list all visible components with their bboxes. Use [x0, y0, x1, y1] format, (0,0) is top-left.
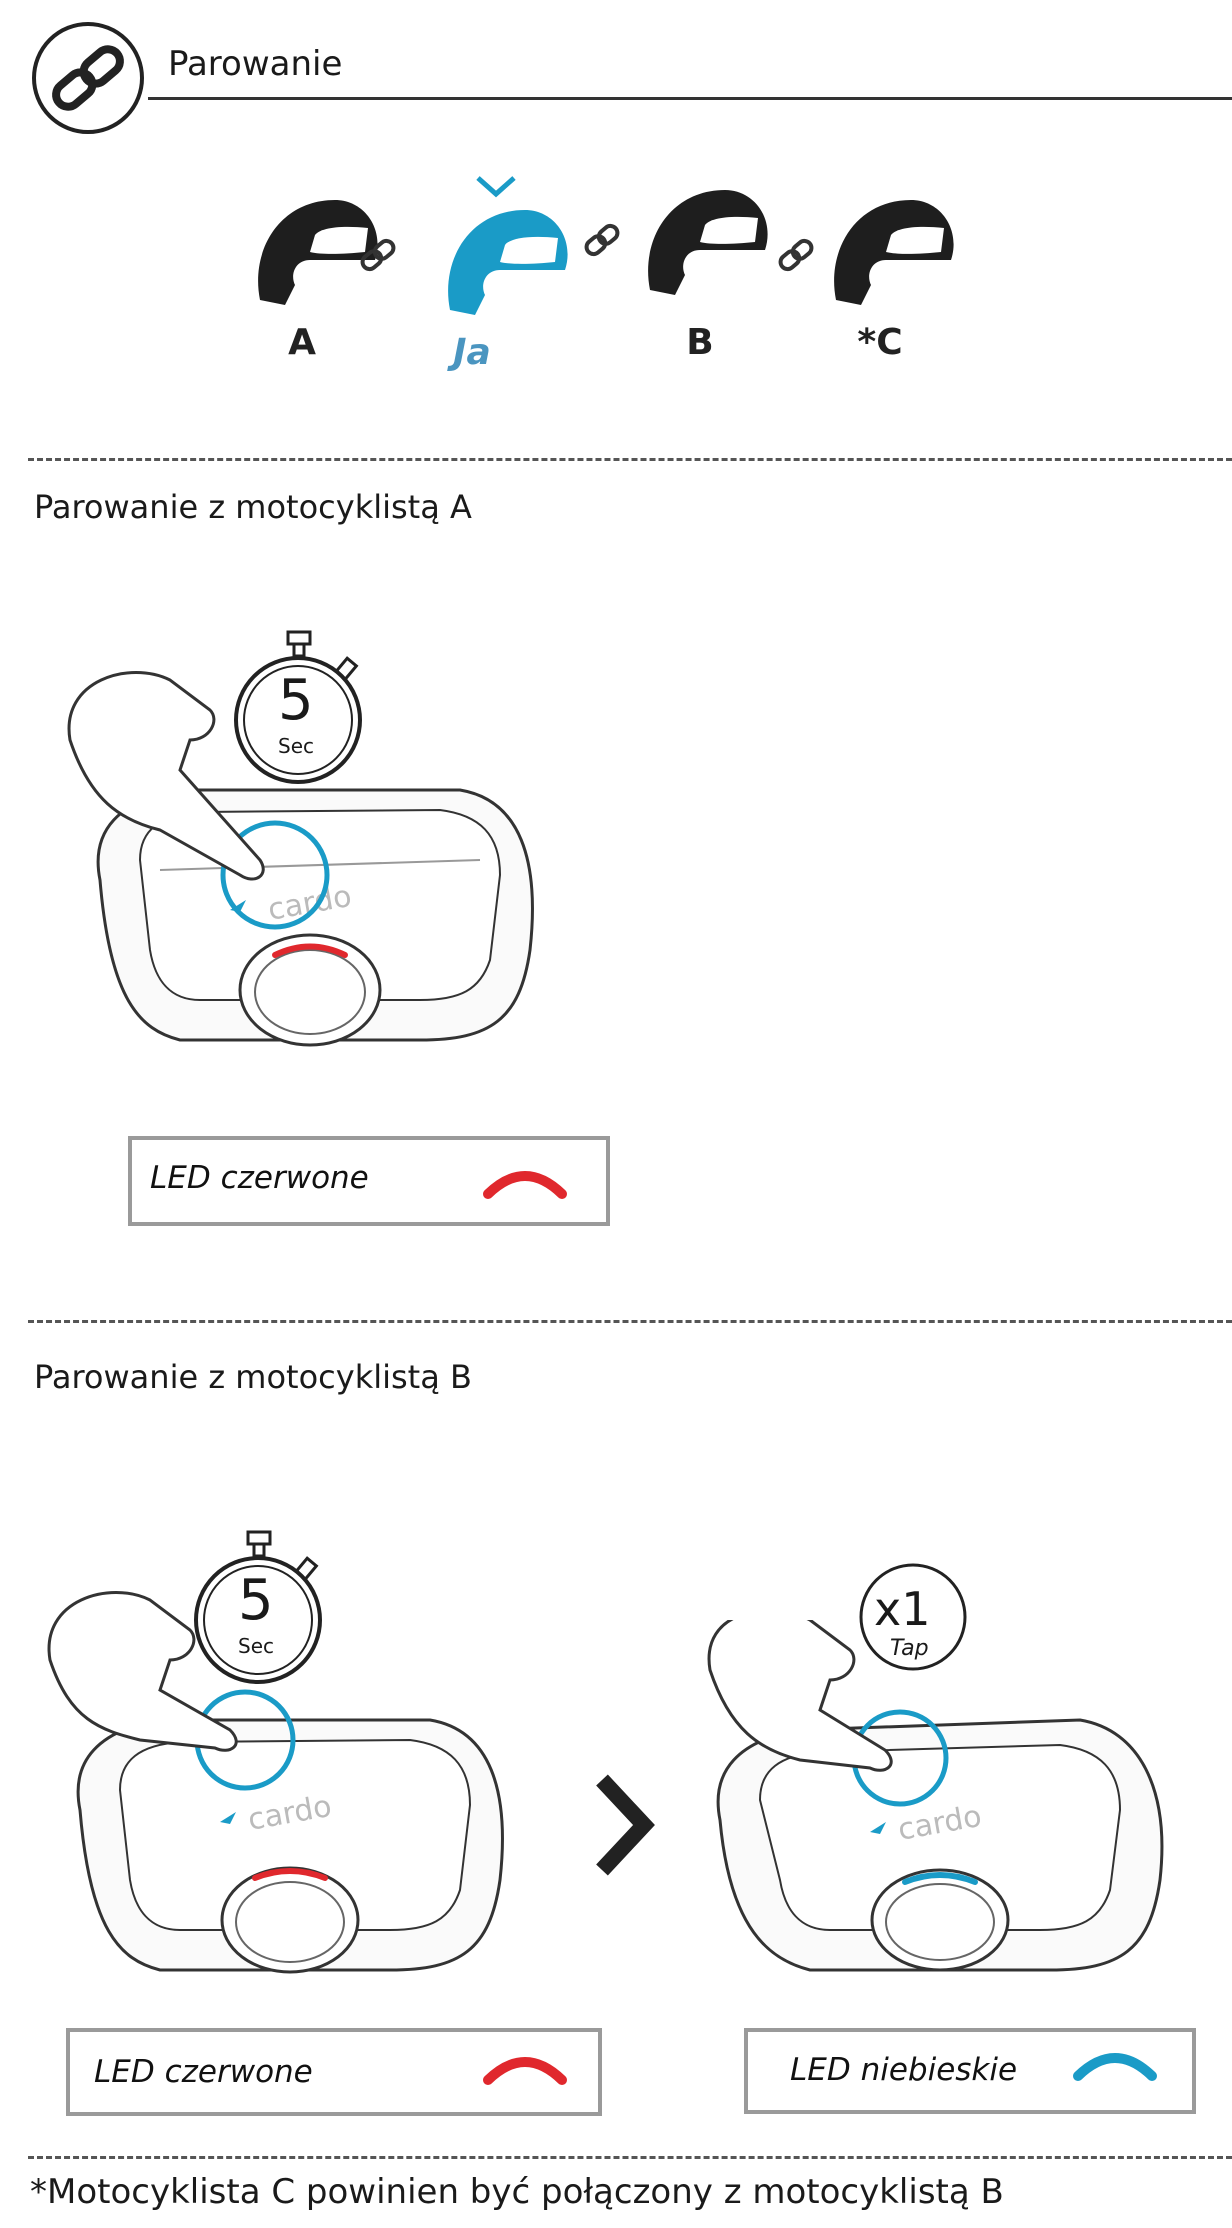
led-label-left: LED czerwone	[94, 2054, 313, 2090]
led-red-icon	[480, 1162, 570, 1202]
tap-label: Tap	[890, 1636, 929, 1661]
helmet-c-icon	[834, 200, 954, 305]
device-illustration-b-right: cardo	[700, 1609, 1180, 2020]
helmet-label-b: B	[686, 322, 714, 363]
stopwatch-icon	[188, 1528, 328, 1688]
header-rule	[148, 97, 1232, 100]
timer-unit: Sec	[278, 734, 314, 758]
section-b-title: Parowanie z motocyklistą B	[34, 1358, 472, 1396]
helmet-self-icon	[448, 210, 568, 315]
link-icon	[28, 18, 148, 138]
helmet-label-self: Ja	[453, 332, 491, 373]
helmet-b-icon	[648, 190, 768, 295]
device-illustration-b-left: cardo	[40, 1560, 520, 1990]
helmet-label-c: *C	[857, 322, 903, 363]
timer-value: 5	[278, 668, 314, 733]
device-illustration-a: cardo	[60, 620, 560, 1070]
page-title: Parowanie	[168, 44, 343, 84]
divider	[28, 1320, 1232, 1323]
tap-count: x1	[874, 1582, 931, 1636]
divider	[28, 2156, 1232, 2159]
led-red-icon	[480, 2048, 570, 2088]
led-label-right: LED niebieskie	[790, 2052, 1018, 2088]
chevron-down-icon	[476, 176, 516, 198]
led-status-box	[744, 2028, 1196, 2114]
hand-icon	[67, 671, 265, 881]
led-label: LED czerwone	[150, 1160, 369, 1196]
stopwatch-icon	[228, 628, 368, 788]
timer-unit: Sec	[238, 1634, 274, 1658]
helmet-a-icon	[258, 200, 378, 305]
led-blue-icon	[1070, 2044, 1160, 2084]
helmet-chain	[230, 160, 990, 390]
led-status-box	[66, 2028, 602, 2116]
chevron-right-icon	[588, 1770, 658, 1880]
tap-badge-icon	[856, 1560, 970, 1674]
helmet-label-a: A	[288, 322, 316, 363]
section-a-title: Parowanie z motocyklistą A	[34, 488, 472, 526]
footnote: *Motocyklista C powinien być połączony z…	[30, 2172, 1004, 2212]
timer-value: 5	[238, 1568, 274, 1633]
divider	[28, 458, 1232, 461]
